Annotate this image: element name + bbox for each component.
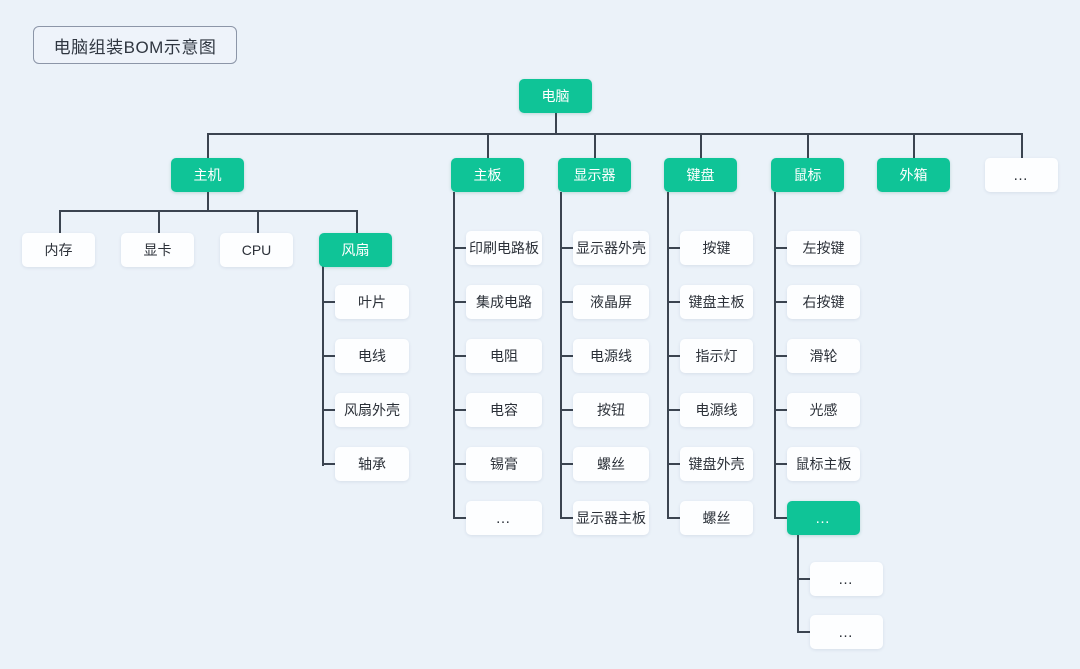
diagram-title: 电脑组装BOM示意图 [33,26,237,64]
connector-monitor-stub-1 [560,247,573,249]
connector-mainboard-stub-4 [453,409,466,411]
connector-mouse-more-stub-2 [797,631,810,633]
node-level2-more[interactable]: … [985,158,1058,192]
node-mouse-board[interactable]: 鼠标主板 [787,447,860,481]
connector-mainboard-stub-2 [453,301,466,303]
connector-host-stem [207,192,209,210]
node-gpu[interactable]: 显卡 [121,233,194,267]
connector-fan-stub-3 [322,409,335,411]
node-monitor-screw[interactable]: 螺丝 [573,447,649,481]
node-right-button[interactable]: 右按键 [787,285,860,319]
node-pcb[interactable]: 印刷电路板 [466,231,542,265]
node-solder-paste[interactable]: 锡膏 [466,447,542,481]
connector-drop-mainboard [487,133,489,158]
connector-mouse-stub-5 [774,463,787,465]
connector-root-stem [555,113,557,134]
connector-fan-stub-1 [322,301,335,303]
node-mainboard[interactable]: 主板 [451,158,524,192]
node-resistor[interactable]: 电阻 [466,339,542,373]
connector-drop-gpu [158,210,160,233]
node-fan[interactable]: 风扇 [319,233,392,267]
connector-monitor-stub-3 [560,355,573,357]
connector-mouse-stub-3 [774,355,787,357]
node-capacitor[interactable]: 电容 [466,393,542,427]
connector-drop-more [1021,133,1023,158]
node-root-computer[interactable]: 电脑 [519,79,592,113]
connector-drop-case [913,133,915,158]
node-case[interactable]: 外箱 [877,158,950,192]
connector-drop-cpu [257,210,259,233]
connector-keyboard-stub-3 [667,355,680,357]
connector-mouse-more-spine [797,535,799,632]
connector-drop-fan [356,210,358,233]
node-mainboard-more[interactable]: … [466,501,542,535]
connector-monitor-stub-2 [560,301,573,303]
node-memory[interactable]: 内存 [22,233,95,267]
connector-drop-monitor [594,133,596,158]
node-monitor-board[interactable]: 显示器主板 [573,501,649,535]
node-monitor-power-cord[interactable]: 电源线 [573,339,649,373]
node-cpu[interactable]: CPU [220,233,293,267]
node-fan-wire[interactable]: 电线 [335,339,409,373]
node-mouse-more[interactable]: … [787,501,860,535]
connector-drop-keyboard [700,133,702,158]
connector-fan-stub-2 [322,355,335,357]
node-mouse-more-child-1[interactable]: … [810,562,883,596]
node-left-button[interactable]: 左按键 [787,231,860,265]
connector-drop-host [207,133,209,158]
connector-mouse-stub-6 [774,517,787,519]
node-scroll-wheel[interactable]: 滑轮 [787,339,860,373]
node-keyboard-screw[interactable]: 螺丝 [680,501,753,535]
connector-fan-stub-4 [322,463,335,465]
node-keyboard-shell[interactable]: 键盘外壳 [680,447,753,481]
connector-keyboard-stub-4 [667,409,680,411]
connector-monitor-stub-6 [560,517,573,519]
node-ic[interactable]: 集成电路 [466,285,542,319]
node-fan-housing[interactable]: 风扇外壳 [335,393,409,427]
node-keyboard[interactable]: 键盘 [664,158,737,192]
node-mouse-more-child-2[interactable]: … [810,615,883,649]
connector-monitor-stub-5 [560,463,573,465]
node-keyboard-power-cord[interactable]: 电源线 [680,393,753,427]
connector-keyboard-stub-5 [667,463,680,465]
connector-level2-bus [207,133,1022,135]
connector-monitor-stub-4 [560,409,573,411]
connector-mainboard-stub-5 [453,463,466,465]
node-host[interactable]: 主机 [171,158,244,192]
node-fan-bearing[interactable]: 轴承 [335,447,409,481]
connector-mouse-stub-2 [774,301,787,303]
connector-keyboard-stub-2 [667,301,680,303]
node-key[interactable]: 按键 [680,231,753,265]
connector-mouse-stub-1 [774,247,787,249]
connector-mouse-stub-4 [774,409,787,411]
node-indicator-light[interactable]: 指示灯 [680,339,753,373]
node-optical-sensor[interactable]: 光感 [787,393,860,427]
connector-drop-mouse [807,133,809,158]
node-monitor-shell[interactable]: 显示器外壳 [573,231,649,265]
connector-host-bus [59,210,358,212]
connector-mouse-more-stub-1 [797,578,810,580]
node-fan-blade[interactable]: 叶片 [335,285,409,319]
connector-mainboard-stub-1 [453,247,466,249]
node-keyboard-board[interactable]: 键盘主板 [680,285,753,319]
connector-mainboard-stub-6 [453,517,466,519]
connector-mainboard-stub-3 [453,355,466,357]
connector-drop-ram [59,210,61,233]
connector-keyboard-stub-6 [667,517,680,519]
node-mouse[interactable]: 鼠标 [771,158,844,192]
node-monitor-button[interactable]: 按钮 [573,393,649,427]
connector-fan-spine [322,258,324,466]
node-lcd-panel[interactable]: 液晶屏 [573,285,649,319]
node-monitor[interactable]: 显示器 [558,158,631,192]
connector-keyboard-stub-1 [667,247,680,249]
